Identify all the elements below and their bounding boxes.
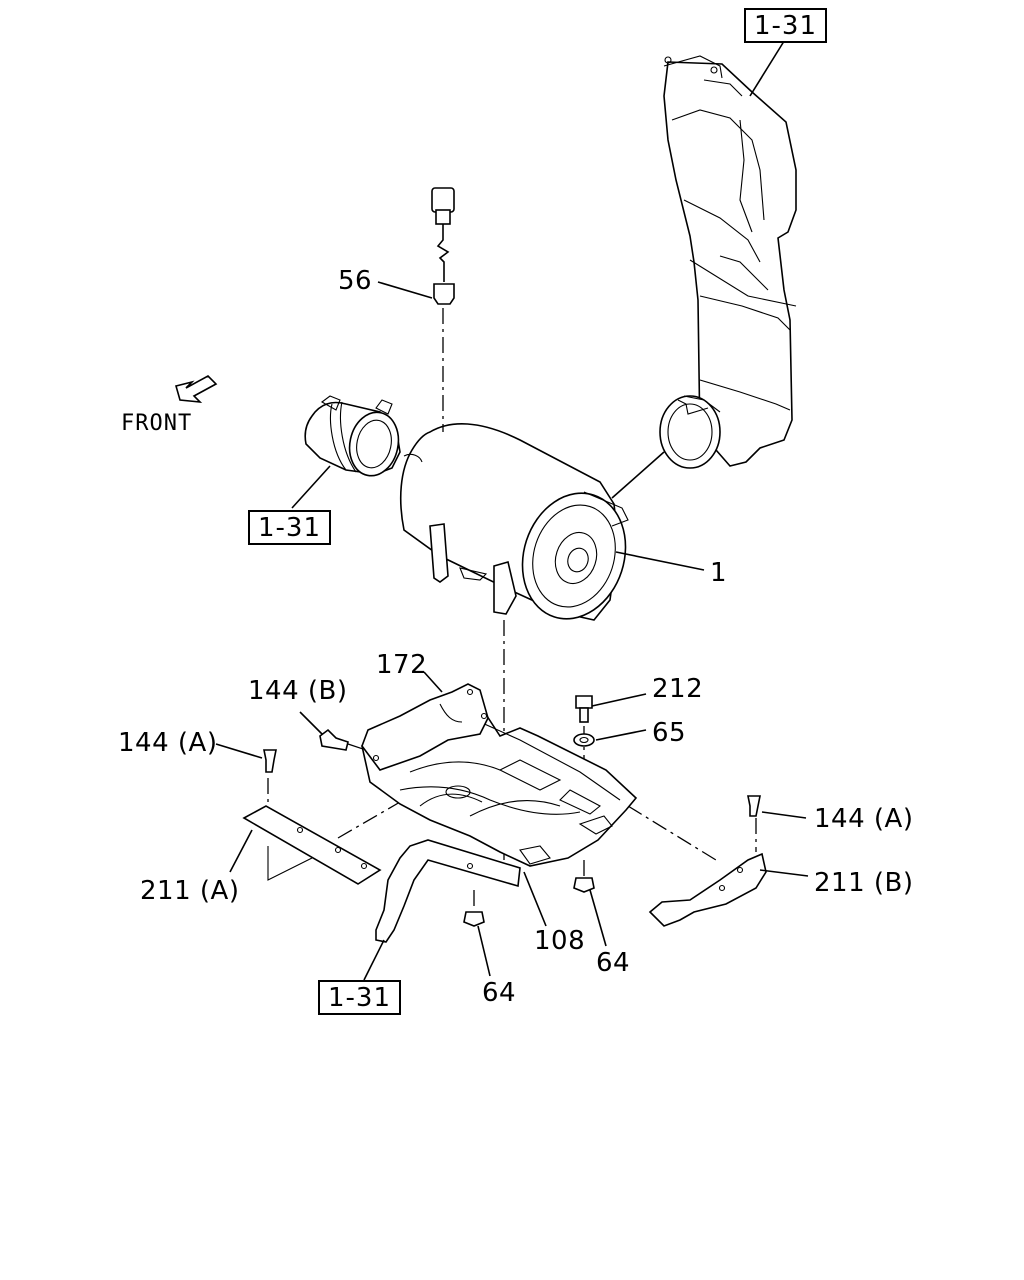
callout-144b: 144 (B) [248, 676, 348, 706]
plate-211b [648, 852, 767, 927]
callout-64-center: 64 [482, 978, 517, 1008]
ref-box-left: 1-31 [248, 510, 332, 545]
intake-duct [659, 55, 797, 469]
intake-hose [304, 395, 401, 477]
callout-211a: 211 (A) [140, 876, 240, 906]
callout-65: 65 [652, 718, 687, 748]
callout-144a-left: 144 (A) [118, 728, 218, 758]
ref-box-top-right: 1-31 [744, 8, 828, 43]
frame-support [375, 839, 521, 943]
callout-144a-right: 144 (A) [814, 804, 914, 834]
callout-1: 1 [710, 558, 728, 588]
callout-108: 108 [534, 926, 586, 956]
callout-211b: 211 (B) [814, 868, 914, 898]
callout-64-right: 64 [596, 948, 631, 978]
restriction-sensor [431, 187, 455, 305]
fasteners [175, 375, 761, 927]
plate-211a [242, 805, 382, 885]
front-direction-label: FRONT [121, 411, 193, 436]
callout-56: 56 [338, 266, 373, 296]
bracket-172 [361, 683, 489, 771]
air-cleaner-body [399, 423, 629, 621]
callout-212: 212 [652, 674, 704, 704]
leader-lines [215, 37, 809, 981]
ref-box-bottom: 1-31 [318, 980, 402, 1015]
callout-172: 172 [376, 650, 428, 680]
